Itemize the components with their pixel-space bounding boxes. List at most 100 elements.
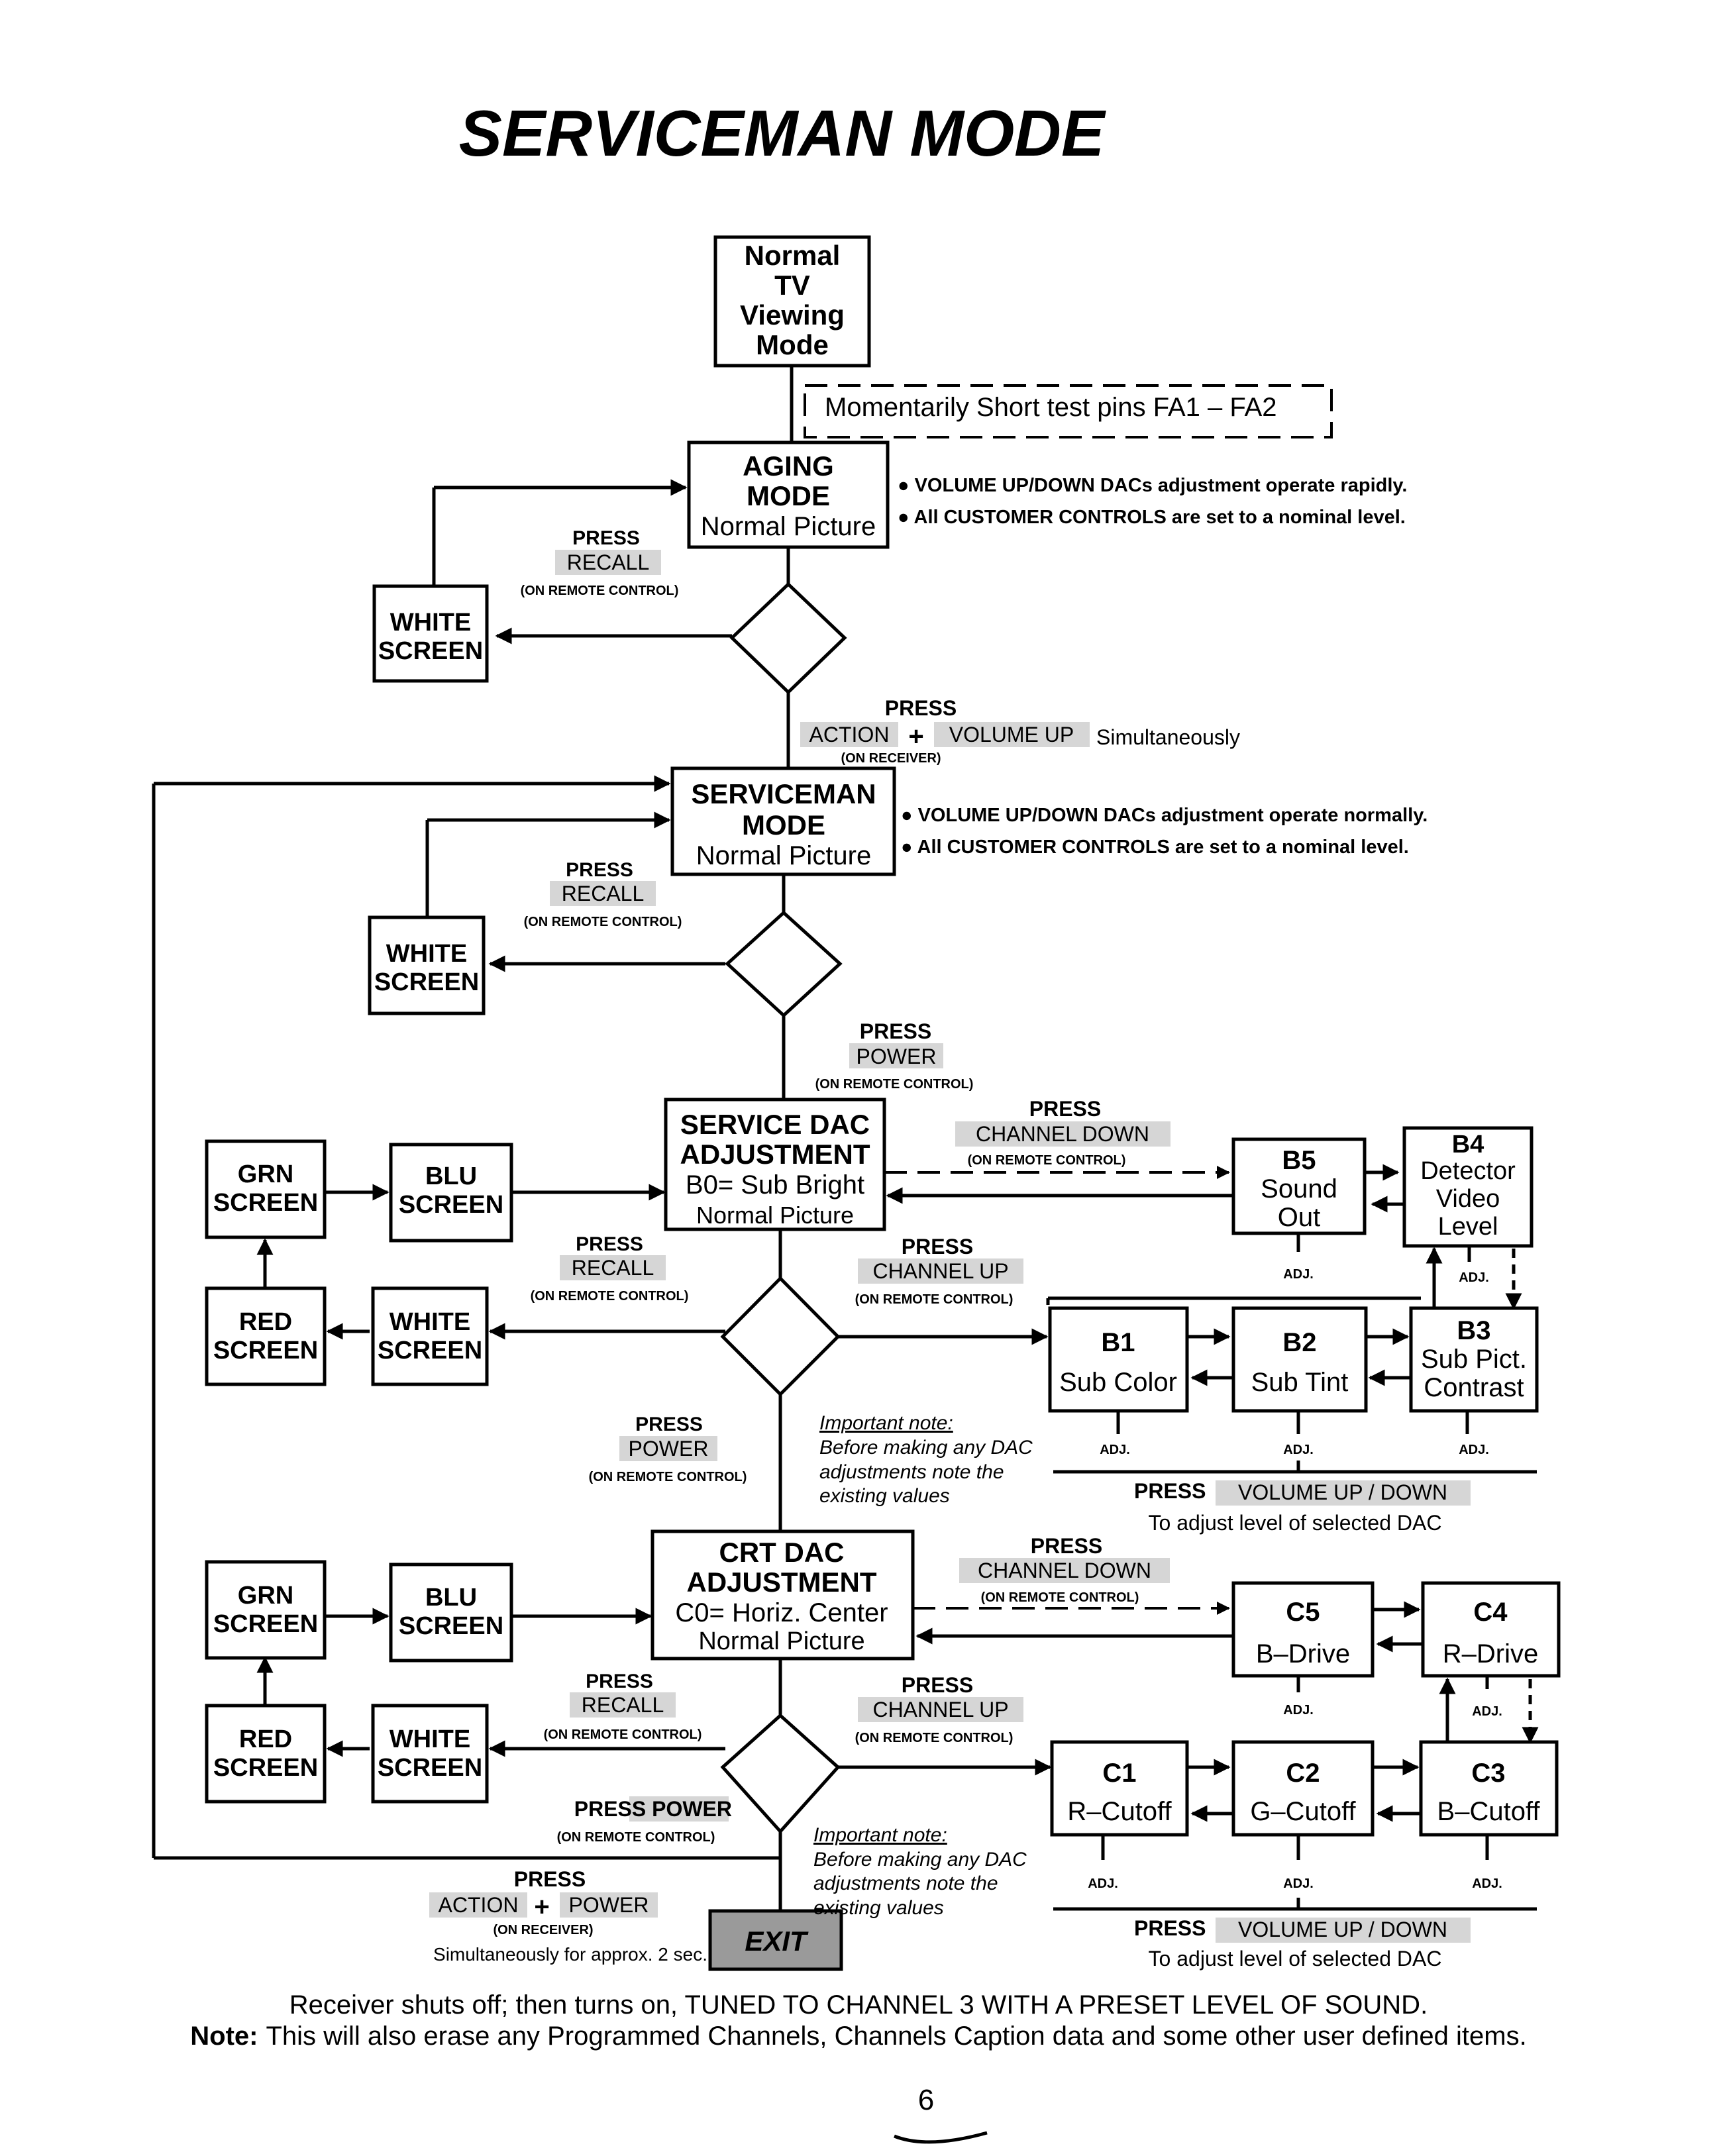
c1-r-cutoff-box: C1 R–Cutoff bbox=[1050, 1740, 1189, 1837]
box-label: WHITE bbox=[390, 1725, 470, 1753]
aging-note-2: ● All CUSTOMER CONTROLS are set to a nom… bbox=[898, 507, 1406, 528]
service-grn-screen-box: GRN SCREEN bbox=[205, 1139, 327, 1239]
press-label: PRESS bbox=[885, 696, 957, 720]
test-pins-instruction-box: Momentarily Short test pins FA1 – FA2 bbox=[804, 384, 1333, 438]
serviceman-mode-box: SERVICEMAN MODE Normal Picture bbox=[670, 766, 896, 876]
adjust-level-label: To adjust level of selected DAC bbox=[1149, 1947, 1442, 1971]
box-label: TV bbox=[774, 270, 810, 301]
box-label: MODE bbox=[742, 809, 825, 841]
on-receiver-label: (ON RECEIVER) bbox=[493, 1923, 593, 1937]
page-title: SERVICEMAN MODE bbox=[459, 97, 1106, 170]
box-label: SCREEN bbox=[374, 968, 479, 996]
c5-b-drive-box: C5 B–Drive bbox=[1231, 1581, 1375, 1678]
important-note-title: Important note: bbox=[819, 1412, 953, 1434]
footer-line-1: Receiver shuts off; then turns on, TUNED… bbox=[289, 1990, 1428, 2020]
action-button-label: ACTION bbox=[439, 1893, 519, 1917]
box-label: WHITE bbox=[390, 1308, 470, 1336]
exit-label: EXIT bbox=[745, 1925, 809, 1957]
aging-note-1: ● VOLUME UP/DOWN DACs adjustment operate… bbox=[898, 475, 1407, 496]
box-label: Sub Pict. bbox=[1421, 1345, 1527, 1374]
serviceman-note-1: ● VOLUME UP/DOWN DACs adjustment operate… bbox=[901, 805, 1428, 826]
box-label: Sub Tint bbox=[1251, 1368, 1349, 1397]
decision-diamond-aging bbox=[729, 582, 847, 695]
c5-adj-label: ADJ. bbox=[1283, 1703, 1314, 1718]
power-button-label: POWER bbox=[857, 1045, 937, 1068]
box-label: WHITE bbox=[386, 940, 467, 968]
page-number: 6 bbox=[918, 2084, 934, 2116]
service-recall-instruction: PRESS RECALL (ON REMOTE CONTROL) bbox=[531, 1233, 689, 1304]
box-label: C5 bbox=[1286, 1598, 1320, 1627]
box-label: SERVICE DAC bbox=[680, 1109, 870, 1140]
box-label: Normal Picture bbox=[698, 1627, 864, 1655]
press-power-label: PRESS POWER bbox=[574, 1797, 732, 1821]
press-label: PRESS bbox=[902, 1235, 973, 1258]
decision-diamond-serviceman bbox=[725, 910, 843, 1018]
box-label: RED bbox=[239, 1725, 292, 1753]
service-dac-adjustment-box: SERVICE DAC ADJUSTMENT B0= Sub Bright No… bbox=[664, 1098, 886, 1231]
adjust-level-label: To adjust level of selected DAC bbox=[1149, 1511, 1442, 1535]
service-power-instruction: PRESS POWER (ON REMOTE CONTROL) bbox=[589, 1413, 747, 1484]
box-label: Sound bbox=[1261, 1174, 1337, 1204]
box-label: Mode bbox=[756, 329, 829, 360]
box-label: C1 bbox=[1102, 1759, 1136, 1788]
box-label: B3 bbox=[1457, 1316, 1490, 1345]
press-label: PRESS bbox=[1031, 1534, 1102, 1558]
crt-power-instruction: PRESS POWER (ON REMOTE CONTROL) bbox=[557, 1796, 732, 1845]
on-remote-label: (ON REMOTE CONTROL) bbox=[531, 1289, 689, 1304]
on-remote-label: (ON REMOTE CONTROL) bbox=[521, 584, 679, 598]
service-channel-up-instruction: PRESS CHANNEL UP (ON REMOTE CONTROL) bbox=[855, 1235, 1023, 1307]
serviceman-power-instruction: PRESS POWER (ON REMOTE CONTROL) bbox=[815, 1019, 974, 1092]
box-label: ADJUSTMENT bbox=[680, 1139, 870, 1170]
box-label: WHITE bbox=[390, 609, 471, 637]
b2-sub-tint-box: B2 Sub Tint bbox=[1231, 1306, 1368, 1413]
press-label: PRESS bbox=[860, 1019, 931, 1043]
important-note-line: existing values bbox=[813, 1897, 944, 1919]
volume-updown-button-label: VOLUME UP / DOWN bbox=[1238, 1918, 1447, 1941]
b1-sub-color-box: B1 Sub Color bbox=[1048, 1306, 1189, 1413]
b4-adj-label: ADJ. bbox=[1459, 1270, 1489, 1285]
box-label: G–Cutoff bbox=[1250, 1797, 1356, 1826]
press-label: PRESS bbox=[566, 859, 633, 881]
box-label: GRN bbox=[238, 1160, 293, 1188]
crt-white-screen-box: WHITE SCREEN bbox=[371, 1704, 489, 1804]
service-channel-down-instruction: PRESS CHANNEL DOWN (ON REMOTE CONTROL) bbox=[955, 1097, 1171, 1168]
normal-tv-viewing-mode-box: Normal TV Viewing Mode bbox=[713, 235, 871, 368]
on-remote-label: (ON REMOTE CONTROL) bbox=[589, 1470, 747, 1484]
serviceman-recall-instruction: PRESS RECALL (ON REMOTE CONTROL) bbox=[524, 859, 682, 929]
box-label: SERVICEMAN bbox=[691, 778, 876, 809]
press-label: PRESS bbox=[572, 527, 640, 549]
box-label: C3 bbox=[1471, 1759, 1505, 1788]
crt-channel-up-instruction: PRESS CHANNEL UP (ON REMOTE CONTROL) bbox=[855, 1673, 1023, 1745]
box-label: AGING bbox=[743, 450, 834, 482]
connectors bbox=[152, 366, 1539, 1911]
c3-b-cutoff-box: C3 B–Cutoff bbox=[1419, 1740, 1559, 1837]
channel-down-button-label: CHANNEL DOWN bbox=[978, 1559, 1151, 1582]
recall-button-label: RECALL bbox=[582, 1693, 664, 1717]
c4-adj-label: ADJ. bbox=[1472, 1704, 1502, 1719]
box-label: C4 bbox=[1473, 1598, 1508, 1627]
channel-up-button-label: CHANNEL UP bbox=[872, 1259, 1008, 1283]
crt-recall-instruction: PRESS RECALL (ON REMOTE CONTROL) bbox=[544, 1670, 702, 1742]
c2-g-cutoff-box: C2 G–Cutoff bbox=[1231, 1740, 1375, 1837]
c3-adj-label: ADJ. bbox=[1472, 1876, 1502, 1891]
press-label: PRESS bbox=[514, 1867, 586, 1891]
service-blu-screen-box: BLU SCREEN bbox=[389, 1143, 513, 1243]
box-label: SCREEN bbox=[399, 1612, 503, 1640]
aging-mode-box: AGING MODE Normal Picture bbox=[687, 440, 890, 549]
press-label: PRESS bbox=[586, 1670, 653, 1692]
crt-grn-screen-box: GRN SCREEN bbox=[205, 1560, 327, 1660]
aging-recall-instruction: PRESS RECALL (ON REMOTE CONTROL) bbox=[521, 527, 679, 598]
box-label: Normal Picture bbox=[701, 512, 876, 541]
page-curve-mark bbox=[894, 2131, 988, 2144]
on-remote-label: (ON REMOTE CONTROL) bbox=[544, 1727, 702, 1742]
crt-channel-down-instruction: PRESS CHANNEL DOWN (ON REMOTE CONTROL) bbox=[959, 1534, 1170, 1605]
box-label: B0= Sub Bright bbox=[686, 1170, 864, 1200]
c2-adj-label: ADJ. bbox=[1283, 1876, 1314, 1891]
on-remote-label: (ON REMOTE CONTROL) bbox=[815, 1077, 974, 1092]
box-label: R–Drive bbox=[1443, 1639, 1538, 1668]
box-label: RED bbox=[239, 1308, 292, 1336]
plus-sign: + bbox=[534, 1892, 549, 1922]
serviceman-note-2: ● All CUSTOMER CONTROLS are set to a nom… bbox=[901, 837, 1409, 858]
box-label: ADJUSTMENT bbox=[686, 1566, 876, 1598]
press-label: PRESS bbox=[902, 1673, 973, 1697]
